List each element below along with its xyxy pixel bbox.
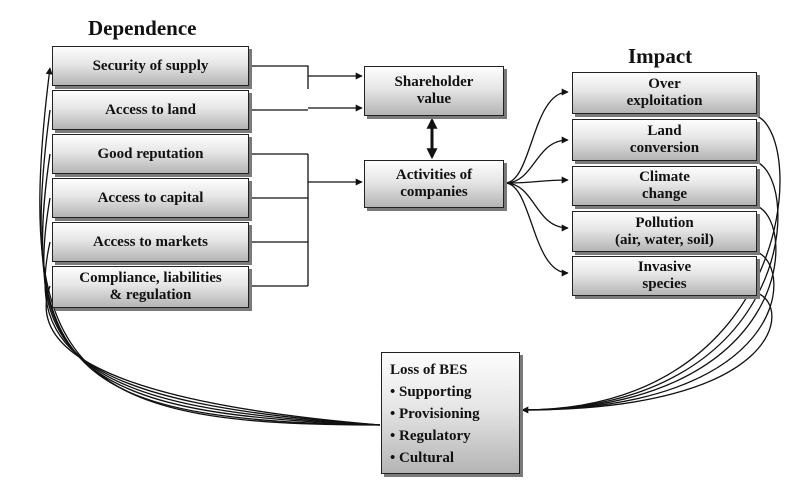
bes-item-regulatory: • Regulatory — [390, 428, 471, 444]
dependence-access-to-markets: Access to markets — [52, 222, 249, 262]
bes-item-cultural: • Cultural — [390, 450, 455, 466]
dependence-label: Access to capital — [97, 189, 204, 206]
bes-item-provisioning: • Provisioning — [390, 406, 480, 422]
dependence-compliance: Compliance, liabilities & regulation — [52, 266, 249, 308]
impact-invasive-species: Invasive species — [572, 256, 757, 296]
dependence-security-of-supply: Security of supply — [52, 46, 249, 86]
dependence-label: Good reputation — [97, 145, 204, 162]
bes-item-supporting: • Supporting — [390, 384, 472, 400]
dependence-heading: Dependence — [88, 16, 197, 40]
dependence-label: Access to markets — [93, 233, 208, 250]
loss-of-bes-box: Loss of BES • Supporting • Provisioning … — [381, 352, 520, 474]
activities-label: Activities of companies — [395, 167, 473, 200]
impact-pollution: Pollution (air, water, soil) — [572, 211, 757, 252]
dependence-access-to-capital: Access to capital — [52, 178, 249, 218]
dependence-good-reputation: Good reputation — [52, 134, 249, 174]
impact-heading: Impact — [628, 44, 693, 68]
dependence-label: Access to land — [105, 101, 196, 118]
dependence-access-to-land: Access to land — [52, 90, 249, 130]
impact-label: Invasive species — [637, 259, 692, 292]
impact-land-conversion: Land conversion — [572, 119, 757, 161]
impact-label: Land conversion — [629, 123, 700, 156]
impact-label: Over exploitation — [626, 76, 703, 109]
shareholder-value-label: Shareholder value — [394, 74, 474, 107]
shareholder-value-box: Shareholder value — [364, 66, 504, 116]
activities-box: Activities of companies — [364, 160, 504, 208]
dependence-label: Security of supply — [92, 57, 209, 74]
impact-climate-change: Climate change — [572, 166, 757, 206]
impact-label: Pollution (air, water, soil) — [615, 214, 714, 248]
dependence-label: Compliance, liabilities & regulation — [79, 270, 222, 303]
impact-label: Climate change — [639, 169, 690, 202]
impact-over-exploitation: Over exploitation — [572, 72, 757, 114]
bes-title: Loss of BES — [390, 362, 468, 378]
